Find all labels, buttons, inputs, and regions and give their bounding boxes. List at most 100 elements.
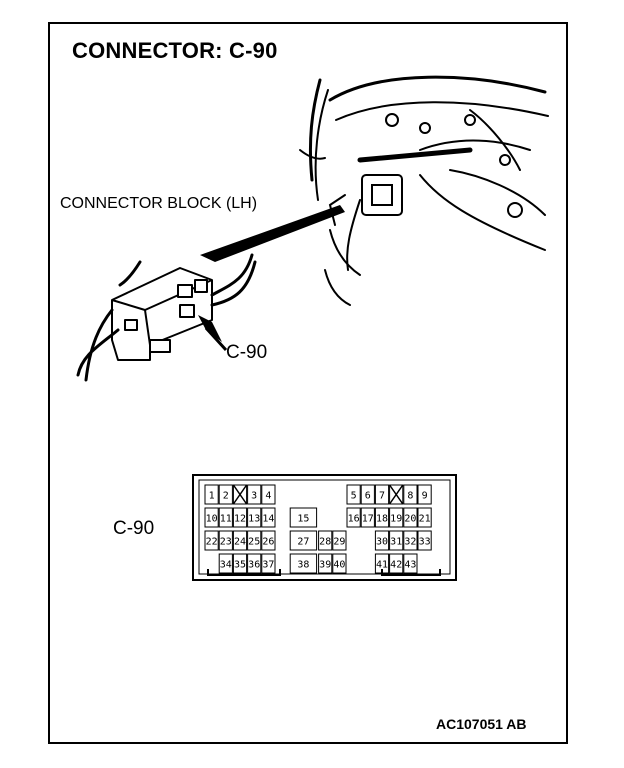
pin-17: 17 — [360, 507, 375, 528]
pin-28: 28 — [318, 530, 333, 551]
pin-number: 36 — [248, 560, 260, 571]
pin-number: 12 — [234, 514, 246, 525]
pin-number: 39 — [319, 560, 331, 571]
pin-number: 4 — [265, 491, 271, 502]
pin-number: 20 — [404, 514, 416, 525]
pin-number: 42 — [390, 560, 402, 571]
pin-number: 2 — [223, 491, 229, 502]
pin-14: 14 — [261, 507, 276, 528]
figure-code: AC107051 AB — [436, 716, 527, 732]
connector-block-label: CONNECTOR BLOCK (LH) — [60, 195, 258, 212]
keying-rib — [381, 569, 441, 576]
pin-number: 21 — [419, 514, 431, 525]
pin-number: 27 — [297, 537, 309, 548]
pin-number: 15 — [297, 514, 309, 525]
pin-38: 38 — [289, 553, 318, 574]
pin-number: 40 — [333, 560, 345, 571]
keying-rib — [207, 569, 281, 576]
pin-33: 33 — [417, 530, 432, 551]
page-title: CONNECTOR: C-90 — [72, 38, 278, 63]
pin-number: 17 — [362, 514, 374, 525]
pin-18: 18 — [374, 507, 390, 528]
pin-number: 26 — [262, 537, 274, 548]
pin-31: 31 — [389, 530, 404, 551]
pin-number: 31 — [390, 537, 402, 548]
pin-number: 30 — [376, 537, 388, 548]
connector-block-drawing — [111, 267, 213, 361]
pin-11: 11 — [218, 507, 233, 528]
pin-39: 39 — [318, 553, 333, 574]
pin-number: 13 — [248, 514, 260, 525]
pin-number: 16 — [348, 514, 360, 525]
blank-cavity — [388, 484, 404, 505]
pin-15: 15 — [289, 507, 318, 528]
pin-42: 42 — [389, 553, 404, 574]
pin-29: 29 — [332, 530, 347, 551]
pin-5: 5 — [346, 484, 361, 505]
connector-callout-label: C-90 — [226, 342, 268, 363]
pin-number: 32 — [404, 537, 416, 548]
pin-number: 10 — [206, 514, 218, 525]
pin-26: 26 — [261, 530, 276, 551]
pin-40: 40 — [332, 553, 347, 574]
pin-24: 24 — [232, 530, 248, 551]
pin-number: 29 — [333, 537, 345, 548]
pin-35: 35 — [232, 553, 248, 574]
connector-face-label: C-90 — [113, 518, 155, 539]
pin-number: 23 — [220, 537, 232, 548]
pin-number: 19 — [390, 514, 402, 525]
pin-number: 11 — [220, 514, 232, 525]
wire-harness — [76, 253, 257, 382]
pin-2: 2 — [218, 484, 233, 505]
pin-13: 13 — [247, 507, 262, 528]
pin-number: 14 — [262, 514, 274, 525]
pin-number: 43 — [404, 560, 416, 571]
pin-number: 9 — [422, 491, 428, 502]
pin-number: 6 — [365, 491, 371, 502]
pin-10: 10 — [204, 507, 219, 528]
pin-number: 34 — [220, 560, 232, 571]
pin-12: 12 — [232, 507, 248, 528]
pin-27: 27 — [289, 530, 318, 551]
pin-30: 30 — [374, 530, 390, 551]
pin-36: 36 — [247, 553, 262, 574]
pin-number: 22 — [206, 537, 218, 548]
pin-16: 16 — [346, 507, 361, 528]
pin-9: 9 — [417, 484, 432, 505]
pin-37: 37 — [261, 553, 276, 574]
pin-20: 20 — [403, 507, 418, 528]
pin-number: 24 — [234, 537, 246, 548]
pin-6: 6 — [360, 484, 375, 505]
pin-7: 7 — [374, 484, 390, 505]
pin-number: 1 — [209, 491, 215, 502]
callout-arrow — [198, 315, 222, 342]
pin-number: 38 — [297, 560, 309, 571]
pin-number: 37 — [262, 560, 274, 571]
blank-cavity — [232, 484, 248, 505]
pin-19: 19 — [389, 507, 404, 528]
pin-32: 32 — [403, 530, 418, 551]
pin-3: 3 — [247, 484, 262, 505]
pin-8: 8 — [403, 484, 418, 505]
pin-22: 22 — [204, 530, 219, 551]
pin-number: 18 — [376, 514, 388, 525]
dashboard-illustration — [299, 75, 549, 306]
pin-34: 34 — [218, 553, 233, 574]
pin-1: 1 — [204, 484, 219, 505]
pin-number: 7 — [379, 491, 385, 502]
pin-number: 33 — [419, 537, 431, 548]
pin-25: 25 — [247, 530, 262, 551]
pin-21: 21 — [417, 507, 432, 528]
pin-number: 41 — [376, 560, 388, 571]
pin-number: 35 — [234, 560, 246, 571]
pin-number: 28 — [319, 537, 331, 548]
pin-number: 25 — [248, 537, 260, 548]
figure-frame — [48, 22, 568, 744]
pin-number: 3 — [251, 491, 257, 502]
pin-43: 43 — [403, 553, 418, 574]
pin-23: 23 — [218, 530, 233, 551]
pointer-wedge — [200, 205, 345, 262]
pin-number: 5 — [351, 491, 357, 502]
